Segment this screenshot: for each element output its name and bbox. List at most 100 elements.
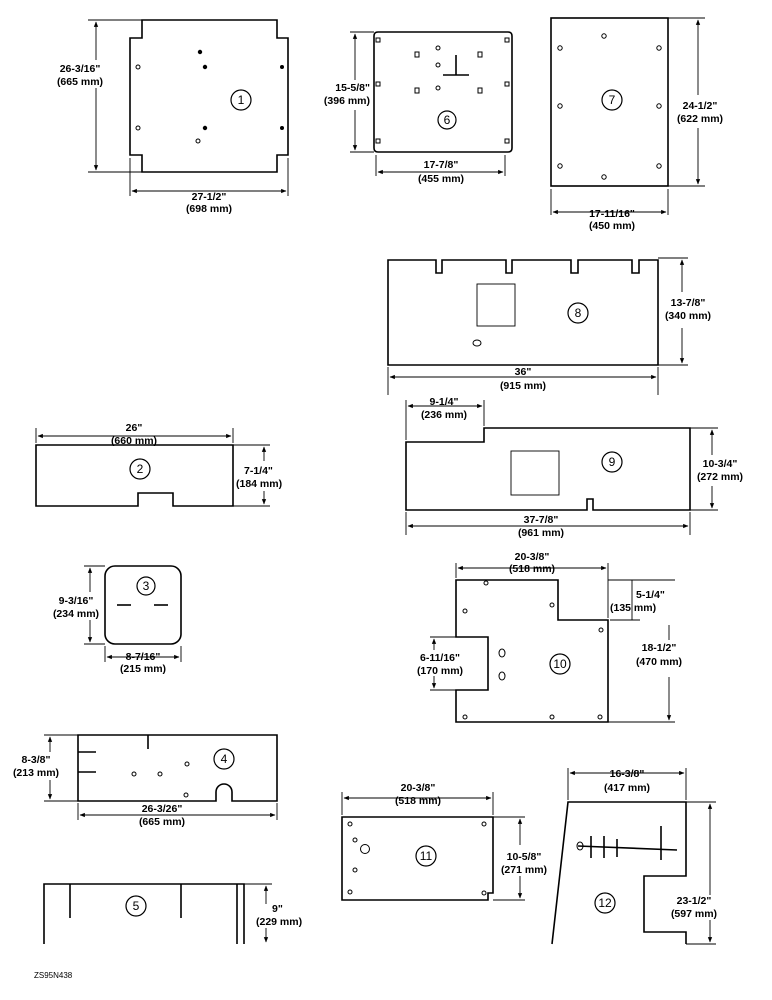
- panel-10-tab-height-mm: (170 mm): [417, 665, 463, 677]
- panel-7-hole: [601, 174, 607, 180]
- panel-11-hole: [347, 821, 353, 827]
- panel-2: 2 26" (660 mm) 7-1/4" (184 mm): [35, 422, 282, 507]
- panel-1: 1 26-3/16" (665 mm) 27-1/2" (698 mm): [57, 19, 289, 215]
- panel-1-hole: [280, 65, 284, 69]
- panel-7-height-in: 24-1/2": [683, 100, 718, 112]
- panel-2-height-mm: (184 mm): [236, 478, 282, 490]
- panel-6-height-mm: (396 mm): [324, 95, 370, 107]
- panel-7-width-mm: (450 mm): [589, 220, 635, 232]
- panel-10-hole: [549, 602, 555, 608]
- panel-7-hole: [656, 103, 662, 109]
- panel-10-notch: [483, 580, 489, 586]
- panel-6-slot: [504, 37, 510, 43]
- panel-7-hole: [557, 163, 563, 169]
- panel-7-height-mm: (622 mm): [677, 113, 723, 125]
- panel-7-number-callout: [601, 89, 623, 111]
- panel-5-height-mm: (229 mm): [256, 916, 302, 928]
- panel-4-number-callout: [213, 748, 235, 770]
- panel-6-slot: [414, 87, 420, 94]
- panel-9-height-in: 10-3/4": [703, 458, 738, 470]
- panel-11-hole: [347, 889, 353, 895]
- panel-12-outline: [551, 801, 687, 945]
- panel-8-width-in: 36": [515, 366, 532, 378]
- panel-4-outline: [77, 734, 278, 802]
- panel-8-number-callout: [567, 302, 589, 324]
- panel-11-number: 11: [420, 849, 433, 863]
- panel-1-hole: [197, 49, 203, 55]
- panel-8-cutout: [476, 283, 516, 327]
- panel-1-height-in: 26-3/16": [60, 63, 101, 75]
- panel-10-hole: [597, 714, 603, 720]
- panel-9: 9 9-1/4" (236 mm) 10-3/4" (272 mm) 37-7/…: [405, 396, 743, 539]
- panel-1-hole: [202, 125, 208, 131]
- panel-12-rod-end: [576, 841, 584, 851]
- panel-6: 6 15-5/8" (396 mm) 17-7/8" (455 mm): [324, 31, 513, 185]
- panel-3-number-callout: [136, 576, 156, 596]
- panel-1-height-mm: (665 mm): [57, 76, 103, 88]
- panel-12-height-mm: (597 mm): [671, 908, 717, 920]
- panel-9-number: 9: [609, 455, 616, 469]
- panel-7: 7 24-1/2" (622 mm) 17-11/16" (450 mm): [550, 17, 723, 232]
- panel-11-hole: [352, 867, 358, 873]
- panel-7-hole: [656, 45, 662, 51]
- panel-1-width-in: 27-1/2": [192, 191, 227, 203]
- panel-6-hole: [435, 85, 441, 91]
- panel-2-width-in: 26": [126, 422, 143, 434]
- panel-11-width-in: 20-3/8": [401, 782, 436, 794]
- panel-8-width-mm: (915 mm): [500, 380, 546, 392]
- panel-1-number: 1: [238, 93, 245, 107]
- panel-6-outline: [373, 31, 513, 153]
- panel-10-width-mm: (518 mm): [509, 563, 555, 575]
- panel-5-height-in: 9": [272, 903, 283, 915]
- panel-1-hole: [195, 138, 201, 144]
- figure-code: ZS95N438: [34, 971, 73, 980]
- panel-3-outline: [104, 565, 182, 645]
- panel-10-height-mm: (470 mm): [636, 656, 682, 668]
- panel-1-hole: [135, 125, 141, 131]
- panel-2-number-callout: [129, 458, 151, 480]
- panel-5-number: 5: [133, 899, 140, 913]
- panel-6-hole: [435, 62, 441, 68]
- panel-6-width-in: 17-7/8": [424, 159, 459, 171]
- panel-8-height-in: 13-7/8": [671, 297, 706, 309]
- panel-6-slot: [375, 37, 381, 43]
- panel-3: 3 9-3/16" (234 mm) 8-7/16" (215 mm): [53, 565, 182, 675]
- panel-8-hole: [472, 339, 482, 347]
- panel-9-height-mm: (272 mm): [697, 471, 743, 483]
- panel-1-outline: [129, 19, 289, 173]
- panel-6-slot: [414, 51, 420, 58]
- panel-10-height-in: 18-1/2": [642, 642, 677, 654]
- panel-4-width-mm: (665 mm): [139, 816, 185, 828]
- panel-8-outline: [387, 259, 659, 366]
- panel-9-cutout: [510, 450, 560, 496]
- panel-9-step-in: 9-1/4": [430, 396, 459, 408]
- panel-10-number-callout: [549, 653, 571, 675]
- panel-6-slot: [375, 81, 381, 87]
- panel-9-step-mm: (236 mm): [421, 409, 467, 421]
- panel-5-number-callout: [125, 895, 147, 917]
- panel-5: 5 9" (229 mm): [43, 883, 302, 944]
- panel-3-height-in: 9-3/16": [59, 595, 94, 607]
- panel-7-hole: [601, 33, 607, 39]
- panel-1-hole: [202, 64, 208, 70]
- panel-4-number: 4: [221, 752, 228, 766]
- panel-1-hole: [280, 126, 284, 130]
- panel-8-height-mm: (340 mm): [665, 310, 711, 322]
- panel-7-outline: [550, 17, 669, 187]
- panel-7-width-in: 17-11/16": [589, 208, 635, 220]
- panel-4-hole: [184, 761, 190, 767]
- panel-9-outline: [405, 427, 691, 511]
- panel-9-width-in: 37-7/8": [524, 514, 559, 526]
- panel-7-hole: [557, 45, 563, 51]
- panel-7-hole: [656, 163, 662, 169]
- panel-4-height-in: 8-3/8": [22, 754, 51, 766]
- panel-6-slot: [375, 138, 381, 144]
- panel-10-notch-height-mm: (135 mm): [610, 602, 656, 614]
- panel-2-outline: [35, 444, 234, 507]
- panel-1-hole: [135, 64, 141, 70]
- panel-12-height-in: 23-1/2": [677, 895, 712, 907]
- panel-6-slot: [504, 81, 510, 87]
- panel-11-width-mm: (518 mm): [395, 795, 441, 807]
- panel-2-number: 2: [137, 462, 144, 476]
- panel-11-hole: [481, 821, 487, 827]
